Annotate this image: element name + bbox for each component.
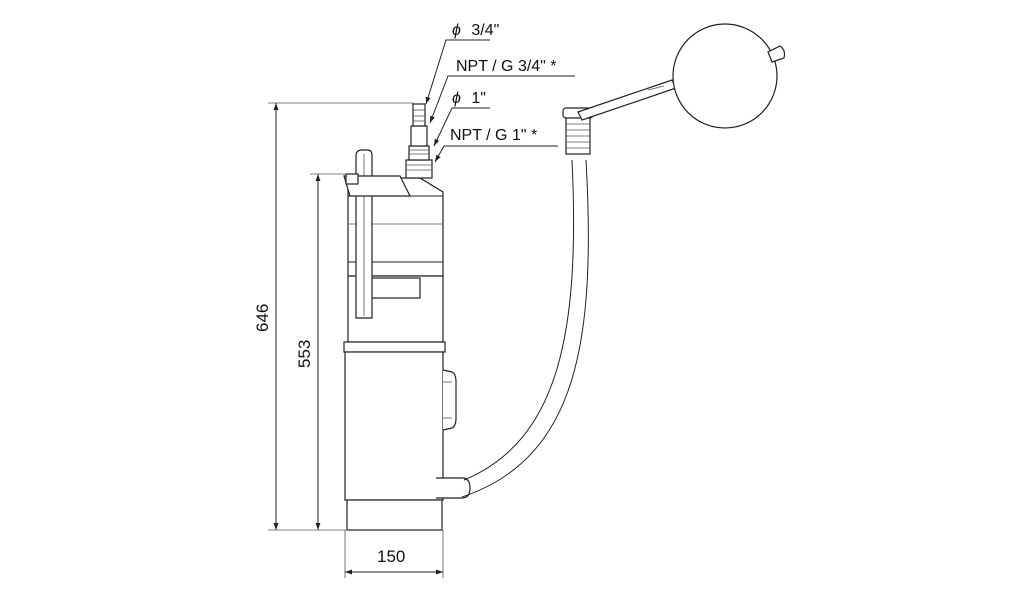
dimension-width-value: 150 bbox=[377, 547, 405, 566]
dimension-body-height: 553 bbox=[295, 173, 346, 530]
outlet-fittings bbox=[405, 103, 433, 179]
dimension-overall-height: 646 bbox=[253, 102, 414, 531]
dimension-body-height-value: 553 bbox=[295, 340, 314, 368]
pump-label-plate bbox=[369, 277, 421, 299]
svg-text:ϕ 1": ϕ 1" bbox=[452, 90, 486, 107]
pump-base bbox=[346, 499, 443, 531]
label-outlet-small-diameter: 3/4" bbox=[471, 22, 499, 39]
dimension-overall-height-value: 646 bbox=[253, 304, 272, 332]
label-outlet-large-thread: NPT / G 1" * bbox=[450, 127, 537, 144]
float-ball bbox=[672, 23, 778, 129]
pump-side-bulge bbox=[442, 369, 457, 431]
pump-divider-band bbox=[343, 341, 446, 353]
svg-text:ϕ 3/4": ϕ 3/4" bbox=[452, 22, 499, 39]
float-cable bbox=[463, 159, 575, 481]
leader-lines bbox=[425, 39, 575, 163]
pump-handle bbox=[343, 149, 411, 319]
label-outlet-large-diameter: 1" bbox=[471, 90, 486, 107]
float-switch bbox=[436, 23, 786, 499]
diameter-symbol: ϕ bbox=[452, 22, 461, 39]
diameter-symbol: ϕ bbox=[452, 90, 461, 107]
label-outlet-small-thread: NPT / G 3/4" * bbox=[456, 58, 557, 75]
pump-lower-body bbox=[344, 351, 444, 501]
dimension-width: 150 bbox=[344, 530, 444, 578]
